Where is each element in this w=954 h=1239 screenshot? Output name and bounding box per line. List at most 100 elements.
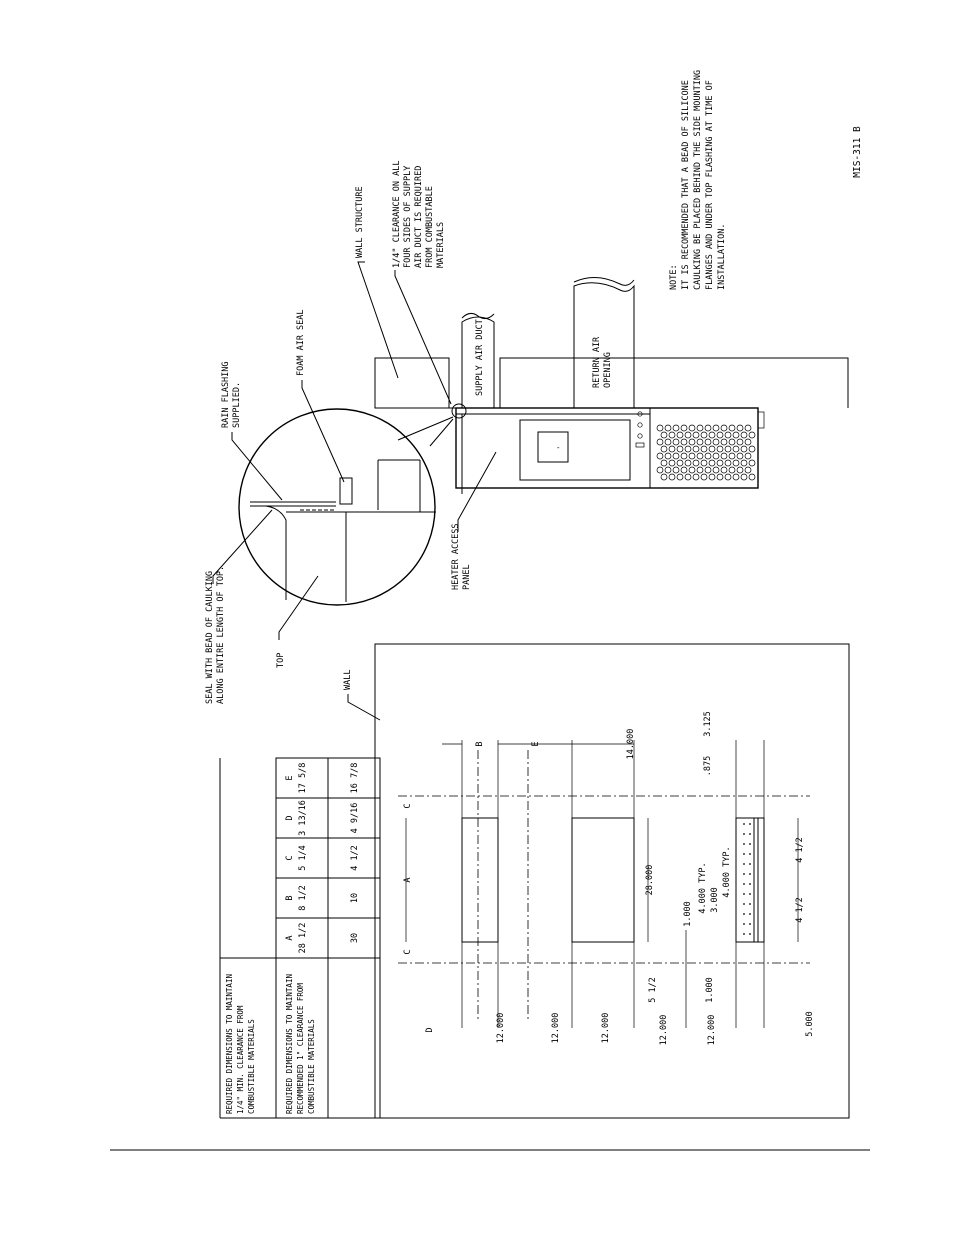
table-cell: 17 5/8 bbox=[298, 763, 308, 794]
grille-hole bbox=[704, 438, 712, 446]
bracket-hole bbox=[743, 913, 745, 915]
bracket-hole bbox=[743, 883, 745, 885]
dim-label-a: A bbox=[403, 877, 413, 882]
callout-return-air: RETURN AIR bbox=[592, 336, 602, 388]
dim-4000-typ: 4.000 TYP. bbox=[698, 862, 708, 913]
table-cell: 4 1/2 bbox=[350, 845, 360, 871]
supply-duct-break bbox=[461, 312, 495, 320]
grille-hole bbox=[688, 452, 696, 460]
dim-12000: 12.000 bbox=[551, 1013, 561, 1044]
grille-hole bbox=[736, 466, 744, 474]
grille-hole bbox=[676, 431, 684, 439]
grille-hole bbox=[692, 445, 700, 453]
grille-hole bbox=[692, 431, 700, 439]
grille-hole bbox=[676, 473, 684, 481]
grille-hole bbox=[664, 452, 672, 460]
grille-hole bbox=[668, 473, 676, 481]
grille-hole bbox=[680, 424, 688, 432]
note-line: CAULKING BE PLACED BEHIND THE SIDE MOUNT… bbox=[693, 70, 703, 290]
grille-hole bbox=[712, 424, 720, 432]
bracket-hole bbox=[749, 883, 751, 885]
detail-callout-circle bbox=[451, 403, 467, 419]
leader-wall bbox=[347, 694, 381, 721]
table-row-label: RECOMMENDED 1" CLEARANCE FROM bbox=[296, 983, 305, 1114]
callout-clearance: FROM COMBUSTABLE bbox=[425, 186, 435, 268]
grille-hole bbox=[672, 438, 680, 446]
dim-label-c: C bbox=[403, 949, 413, 954]
dim-1000: 1.000 bbox=[683, 901, 693, 927]
screw-icon bbox=[637, 422, 643, 428]
grille-hole bbox=[668, 431, 676, 439]
callout-seal-caulking: ALONG ENTIRE LENGTH OF TOP. bbox=[216, 566, 226, 704]
grille-hole bbox=[672, 424, 680, 432]
grille-hole bbox=[704, 466, 712, 474]
grille-hole bbox=[700, 473, 708, 481]
table-cell: 5 1/4 bbox=[298, 845, 308, 871]
callout-clearance: FOUR SIDES OF SUPPLY bbox=[403, 166, 413, 268]
grille-hole bbox=[732, 445, 740, 453]
bracket-hole bbox=[749, 863, 751, 865]
rain-flashing bbox=[250, 501, 336, 507]
grille-hole bbox=[684, 473, 692, 481]
grille-hole bbox=[704, 452, 712, 460]
grille-hole bbox=[656, 438, 664, 446]
panel-marker: - bbox=[556, 443, 561, 452]
grille-hole bbox=[740, 445, 748, 453]
grille-hole bbox=[700, 459, 708, 467]
grille-hole bbox=[676, 445, 684, 453]
table-header: C bbox=[285, 855, 295, 860]
bracket-hole bbox=[743, 923, 745, 925]
grille-hole bbox=[748, 473, 756, 481]
grille-hole bbox=[656, 424, 664, 432]
bracket-hole bbox=[743, 893, 745, 895]
grille-hole bbox=[712, 466, 720, 474]
grille-hole bbox=[716, 445, 724, 453]
grille-hole bbox=[732, 459, 740, 467]
table-row-label: REQUIRED DIMENSIONS TO MAINTAIN bbox=[285, 974, 294, 1114]
callout-seal-caulking: SEAL WITH BEAD OF CAULKING bbox=[205, 571, 215, 704]
grille-hole bbox=[724, 445, 732, 453]
bracket-hole bbox=[749, 833, 751, 835]
grille-hole bbox=[700, 445, 708, 453]
wall-structure-left bbox=[374, 357, 450, 409]
grille-hole bbox=[660, 473, 668, 481]
grille-hole bbox=[708, 431, 716, 439]
bracket-hole bbox=[749, 823, 751, 825]
grille-hole bbox=[744, 424, 752, 432]
callout-wall-structure: WALL STRUCTURE bbox=[355, 186, 365, 258]
heater-access-panel bbox=[519, 419, 631, 481]
bracket-hole bbox=[749, 853, 751, 855]
grille-hole bbox=[684, 445, 692, 453]
bracket-hole bbox=[749, 923, 751, 925]
grille-hole bbox=[664, 466, 672, 474]
grille-hole bbox=[668, 459, 676, 467]
table-cell: 16 7/8 bbox=[350, 763, 360, 794]
bracket-hole bbox=[743, 873, 745, 875]
leader-wall-structure bbox=[357, 261, 399, 379]
table-header: A bbox=[285, 935, 295, 940]
latch-icon bbox=[635, 442, 645, 448]
leader-rain-flashing bbox=[231, 432, 283, 501]
dim-label-b: B bbox=[475, 741, 485, 746]
callouts: WALL STRUCTURE 1/4" CLEARANCE ON ALL FOU… bbox=[205, 161, 613, 721]
bracket-hole bbox=[743, 933, 745, 935]
grille-hole bbox=[748, 445, 756, 453]
grille-hole bbox=[696, 452, 704, 460]
grille-hole bbox=[688, 424, 696, 432]
grille-hole bbox=[736, 438, 744, 446]
grille-hole bbox=[708, 459, 716, 467]
bracket-hole bbox=[749, 893, 751, 895]
table-header: E bbox=[285, 775, 295, 780]
installation-note: NOTE: IT IS RECOMMENDED THAT A BEAD OF S… bbox=[669, 70, 727, 290]
dim-label-e: E bbox=[531, 741, 541, 746]
grille-hole bbox=[684, 431, 692, 439]
wall-structure-right bbox=[499, 357, 849, 408]
bracket-hole bbox=[749, 843, 751, 845]
grille-hole bbox=[708, 445, 716, 453]
grille-hole bbox=[736, 424, 744, 432]
leader-foam-air-seal bbox=[301, 380, 345, 483]
bracket-hole bbox=[749, 933, 751, 935]
bracket-hole bbox=[743, 863, 745, 865]
